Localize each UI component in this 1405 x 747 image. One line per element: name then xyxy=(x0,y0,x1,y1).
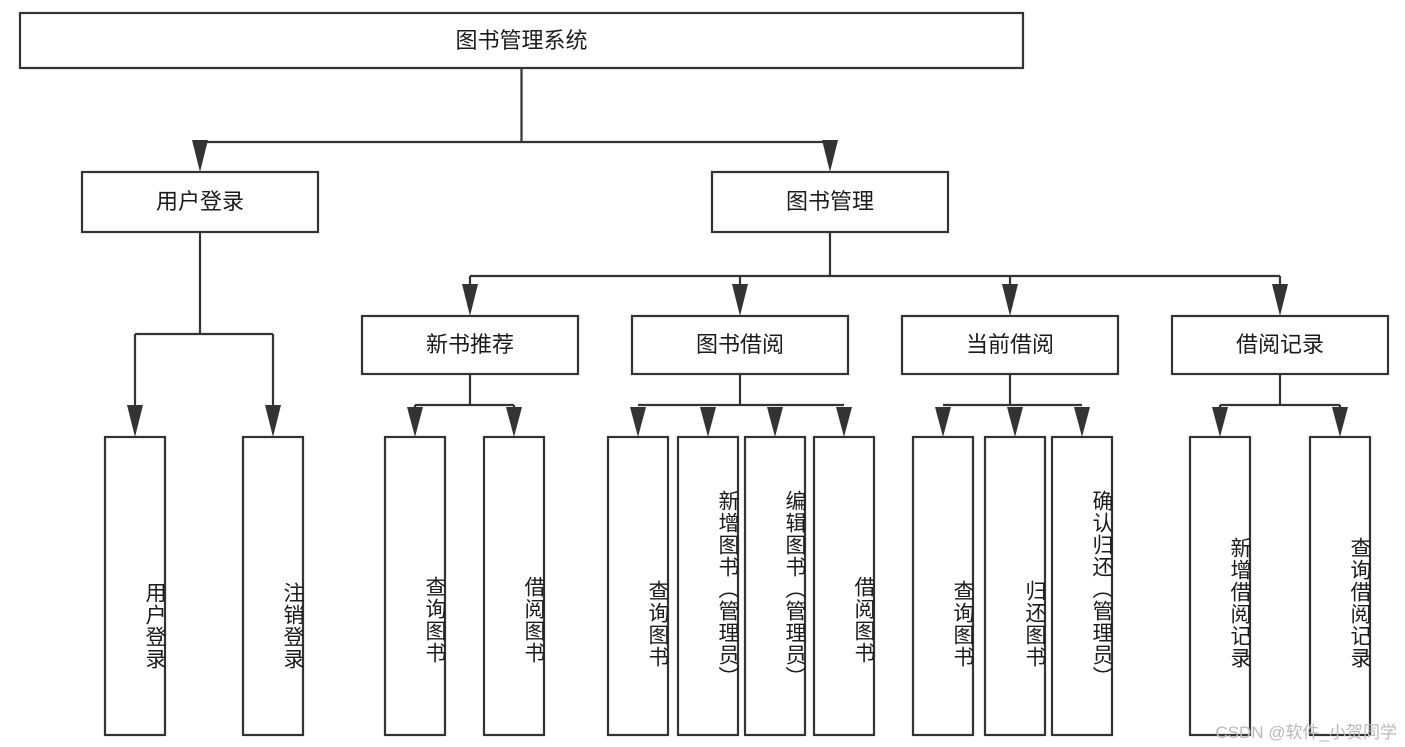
node-label-book-borrow: 图书借阅 xyxy=(696,332,784,357)
node-box-current-borrow[interactable] xyxy=(900,314,1120,376)
node-label-new-book-recommend: 新书推荐 xyxy=(426,332,514,357)
node-box-leaf-edit-book-admin[interactable] xyxy=(743,435,807,737)
node-box-root[interactable] xyxy=(18,11,1025,70)
node-box-user-login[interactable] xyxy=(80,170,320,234)
arrow-leaf-add-borrow-record xyxy=(1212,407,1228,437)
connector-current-borrow-to-leaves xyxy=(935,374,1090,437)
arrow-new-book-recommend xyxy=(462,284,478,316)
connector-root-to-level2 xyxy=(192,68,838,172)
arrow-leaf-return-book xyxy=(1007,407,1023,437)
arrow-borrow-records xyxy=(1272,284,1288,316)
node-box-leaf-return-book[interactable] xyxy=(983,435,1047,737)
arrow-leaf-borrow-book-recommend xyxy=(506,407,522,437)
arrow-book-borrow xyxy=(732,284,748,316)
connector-borrow-records-to-leaves xyxy=(1212,374,1348,437)
connector-book-borrow-to-leaves xyxy=(630,374,852,437)
node-box-leaf-logout-login[interactable] xyxy=(241,435,305,737)
arrow-leaf-query-book-borrow xyxy=(630,407,646,437)
arrow-leaf-logout-login xyxy=(265,405,281,437)
node-box-new-book-recommend[interactable] xyxy=(360,314,580,376)
arrow-leaf-confirm-return-admin xyxy=(1074,407,1090,437)
arrow-leaf-user-login xyxy=(127,405,143,437)
arrow-user-login xyxy=(192,140,208,172)
arrow-leaf-query-book-recommend xyxy=(407,407,423,437)
node-box-leaf-add-book-admin[interactable] xyxy=(676,435,740,737)
node-box-leaf-confirm-return-admin[interactable] xyxy=(1050,435,1114,737)
connector-new-book-to-leaves xyxy=(407,374,522,437)
arrow-leaf-query-borrow-record xyxy=(1332,407,1348,437)
node-label-book-management: 图书管理 xyxy=(786,189,874,214)
node-label-borrow-records: 借阅记录 xyxy=(1236,332,1324,357)
arrow-leaf-add-book-admin xyxy=(700,407,716,437)
arrow-leaf-query-book-current xyxy=(935,407,951,437)
node-box-leaf-add-borrow-record[interactable] xyxy=(1188,435,1252,737)
node-box-leaf-user-login[interactable] xyxy=(103,435,167,737)
csdn-watermark: CSDN @软件_小贺同学 xyxy=(1215,723,1397,742)
node-box-book-borrow[interactable] xyxy=(630,314,850,376)
connector-user-login-to-leaves xyxy=(127,232,281,437)
connector-book-management-to-level3 xyxy=(462,232,1288,316)
node-box-leaf-query-book-current[interactable] xyxy=(911,435,975,737)
node-box-leaf-query-book-recommend[interactable] xyxy=(383,435,447,737)
node-box-leaf-query-borrow-record[interactable] xyxy=(1308,435,1372,737)
arrow-book-management xyxy=(822,140,838,172)
arrow-leaf-borrow-book xyxy=(836,407,852,437)
node-box-borrow-records[interactable] xyxy=(1170,314,1390,376)
node-box-book-management[interactable] xyxy=(710,170,950,234)
node-box-leaf-borrow-book-recommend[interactable] xyxy=(482,435,546,737)
node-label-current-borrow: 当前借阅 xyxy=(966,332,1054,357)
node-box-leaf-borrow-book[interactable] xyxy=(812,435,876,737)
node-label-root: 图书管理系统 xyxy=(455,28,587,53)
arrow-current-borrow xyxy=(1002,284,1018,316)
node-label-user-login: 用户登录 xyxy=(156,189,244,214)
arrow-leaf-edit-book-admin xyxy=(767,407,783,437)
node-box-leaf-query-book-borrow[interactable] xyxy=(606,435,670,737)
